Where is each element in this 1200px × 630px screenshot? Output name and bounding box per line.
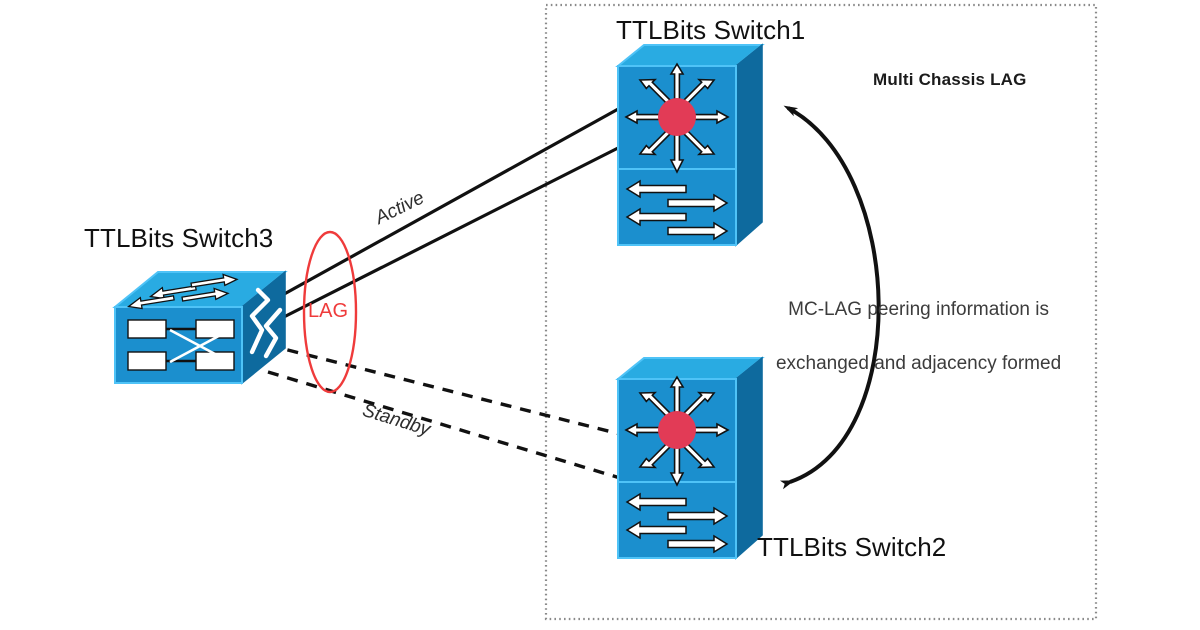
switch1-side-face [735,43,763,247]
switch1-lower-arrows [625,179,729,241]
switch2-lower-arrows [625,492,729,554]
switch1-icon[interactable] [615,43,765,247]
switch2-center-dot [658,411,696,449]
switch2-icon[interactable] [615,356,765,560]
multi-chassis-group-box [544,3,1098,621]
mclag-peering-note: MC-LAG peering information is exchanged … [740,270,1076,405]
standby-link-lines [267,343,621,480]
switch1-center-dot [658,98,696,136]
mclag-peering-note-line2: exchanged and adjacency formed [775,352,1062,374]
mclag-peering-note-line1: MC-LAG peering information is [788,298,1049,320]
switch3-top-arrows [126,273,239,310]
switch3-label: TTLBits Switch3 [84,223,274,253]
switch3-cross-x [169,328,231,364]
switch2-label: TTLBits Switch2 [757,532,947,562]
switch2-multidirection-arrow-star [624,375,730,487]
active-link-lines [267,106,621,327]
switch3-front-face [114,306,243,384]
switch1-label: TTLBits Switch1 [616,15,806,45]
lag-marker-label: LAG [308,300,349,322]
lag-ellipse-marker [302,230,358,394]
switch3-icon[interactable] [112,270,288,385]
switch3-side-zigzag [249,287,283,359]
multi-chassis-lag-label: Multi Chassis LAG [873,70,1027,89]
mclag-peering-arrow [779,105,881,490]
